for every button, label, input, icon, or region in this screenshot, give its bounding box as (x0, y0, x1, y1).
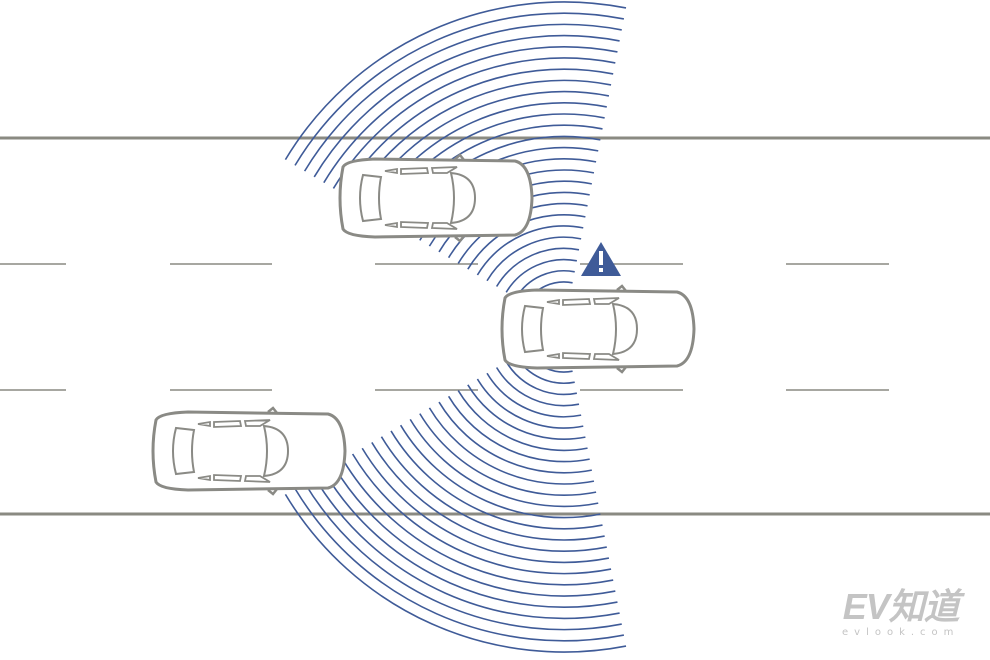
radar-arc (313, 34, 620, 178)
car-ego-vehicle (500, 284, 696, 374)
radar-arc (409, 418, 599, 508)
watermark: EV知道 evlook.com (842, 586, 960, 640)
radar-arc (351, 453, 612, 575)
radar-arc (332, 465, 616, 597)
radar-arc (284, 493, 627, 653)
radar-arc (419, 413, 597, 496)
radar-arc (313, 476, 620, 620)
radar-arc (476, 225, 584, 276)
radar-arc (486, 236, 582, 282)
radar-arc (342, 459, 614, 586)
radar-arc (467, 384, 586, 440)
radar-arc (294, 488, 625, 642)
radar-arc (476, 378, 584, 429)
radar-arc (380, 436, 605, 541)
radar-arc (505, 361, 578, 396)
radar-arc (332, 57, 616, 189)
radar-arc (303, 482, 622, 631)
watermark-logo: EV知道 (842, 586, 960, 627)
radar-arc (495, 247, 580, 287)
radar-arc (457, 390, 588, 452)
radar-arc (323, 46, 618, 184)
radar-arc (505, 258, 578, 293)
radar-arc (371, 442, 607, 552)
radar-arc (486, 372, 582, 418)
car-adjacent-lane-top (338, 153, 534, 243)
radar-arc (323, 470, 618, 608)
car-adjacent-lane-bottom (151, 406, 347, 496)
radar-arc (428, 407, 595, 485)
radar-arc (399, 424, 601, 519)
warning-triangle-icon (581, 242, 621, 276)
radar-arc (438, 401, 592, 474)
radar-coverage (284, 1, 627, 653)
radar-arc (284, 1, 627, 161)
radar-arc (447, 395, 590, 463)
radar-arc (495, 367, 580, 407)
radar-arc (390, 430, 603, 530)
radar-arc (303, 23, 622, 172)
radar-arc (361, 447, 610, 564)
radar-arc (294, 12, 625, 166)
watermark-site: evlook.com (842, 627, 960, 638)
